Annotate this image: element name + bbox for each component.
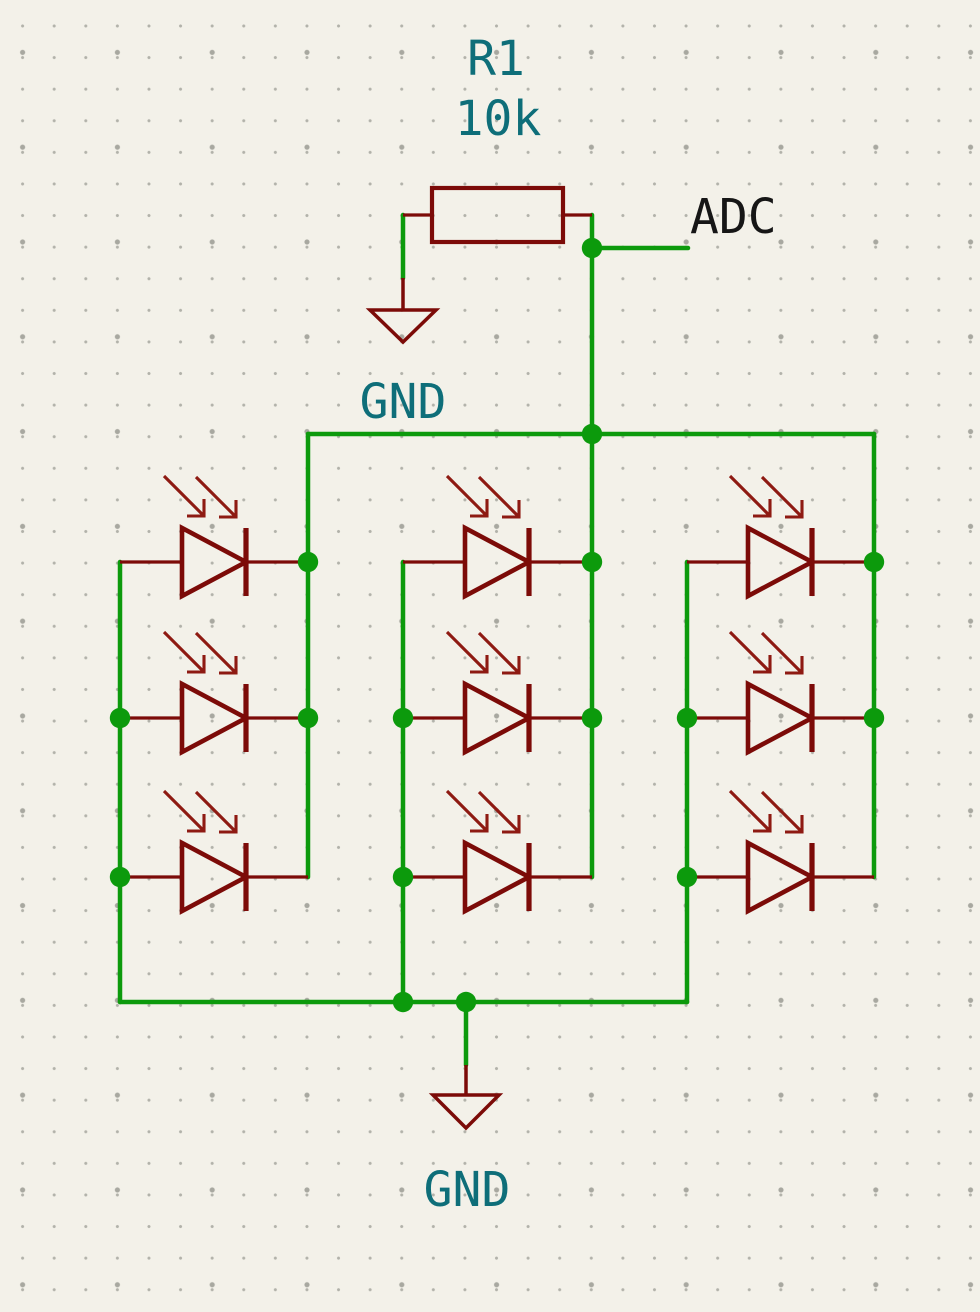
light-arrow-head bbox=[219, 656, 238, 675]
light-arrow-shaft bbox=[760, 631, 804, 675]
junction-dot[interactable] bbox=[676, 866, 698, 888]
junction-dot[interactable] bbox=[581, 423, 603, 445]
gnd-power-symbol[interactable] bbox=[365, 278, 441, 345]
light-arrow-head bbox=[187, 655, 206, 674]
junction-dot[interactable] bbox=[581, 707, 603, 729]
junction-dot[interactable] bbox=[297, 707, 319, 729]
light-arrow-head bbox=[785, 656, 804, 675]
junction-dot[interactable] bbox=[297, 551, 319, 573]
anode-triangle bbox=[179, 680, 251, 756]
gnd-triangle bbox=[365, 308, 441, 345]
junction-dot[interactable] bbox=[392, 991, 414, 1013]
photodiode-symbol[interactable] bbox=[120, 630, 308, 756]
junction-dot[interactable] bbox=[676, 707, 698, 729]
junction-dot[interactable] bbox=[392, 707, 414, 729]
light-arrow-shaft bbox=[194, 631, 238, 675]
light-arrow-head bbox=[470, 814, 489, 833]
photodiode-symbol[interactable] bbox=[687, 630, 874, 756]
resistor-reference-label[interactable]: R1 bbox=[467, 31, 525, 87]
adc-net-label[interactable]: ADC bbox=[690, 189, 777, 245]
resistor-body bbox=[429, 185, 566, 245]
light-arrow-head bbox=[470, 499, 489, 518]
light-arrow-head bbox=[502, 500, 521, 519]
gnd-power-label-top[interactable]: GND bbox=[359, 374, 447, 430]
wire-layer bbox=[117, 212, 877, 1068]
light-arrow-shaft bbox=[728, 474, 772, 518]
junction-dot[interactable] bbox=[392, 866, 414, 888]
junction-dot[interactable] bbox=[109, 707, 131, 729]
photodiode-symbol[interactable] bbox=[403, 789, 592, 915]
light-arrow-head bbox=[753, 814, 772, 833]
anode-triangle bbox=[179, 839, 251, 915]
light-arrow-shaft bbox=[477, 475, 521, 519]
light-arrow-shaft bbox=[194, 790, 238, 834]
light-arrow-shaft bbox=[162, 630, 206, 674]
photodiode-symbol[interactable] bbox=[687, 474, 874, 600]
anode-triangle bbox=[745, 680, 817, 756]
light-arrow-head bbox=[785, 500, 804, 519]
light-arrow-head bbox=[785, 815, 804, 834]
light-arrow-head bbox=[753, 499, 772, 518]
light-arrow-shaft bbox=[477, 790, 521, 834]
photodiode-symbol[interactable] bbox=[120, 474, 308, 600]
symbol-layer bbox=[120, 185, 874, 1131]
light-arrow-shaft bbox=[445, 474, 489, 518]
junction-dot[interactable] bbox=[581, 237, 603, 259]
junction-dot[interactable] bbox=[581, 551, 603, 573]
light-arrow-head bbox=[502, 815, 521, 834]
light-arrow-head bbox=[219, 815, 238, 834]
light-arrow-head bbox=[470, 655, 489, 674]
light-arrow-shaft bbox=[477, 631, 521, 675]
anode-triangle bbox=[462, 524, 534, 600]
light-arrow-head bbox=[502, 656, 521, 675]
junction-dot[interactable] bbox=[863, 707, 885, 729]
gnd-power-label-bottom[interactable]: GND bbox=[423, 1162, 511, 1218]
photodiode-symbol[interactable] bbox=[403, 474, 592, 600]
junction-dot[interactable] bbox=[109, 866, 131, 888]
light-arrow-shaft bbox=[760, 475, 804, 519]
light-arrow-head bbox=[187, 814, 206, 833]
photodiode-symbol[interactable] bbox=[120, 789, 308, 915]
light-arrow-shaft bbox=[728, 630, 772, 674]
anode-triangle bbox=[462, 839, 534, 915]
light-arrow-shaft bbox=[194, 475, 238, 519]
gnd-triangle bbox=[428, 1093, 504, 1131]
junction-dot[interactable] bbox=[863, 551, 885, 573]
anode-triangle bbox=[462, 680, 534, 756]
photodiode-symbol[interactable] bbox=[403, 630, 592, 756]
resistor-symbol[interactable] bbox=[403, 185, 592, 245]
light-arrow-shaft bbox=[760, 790, 804, 834]
light-arrow-shaft bbox=[162, 474, 206, 518]
gnd-power-symbol[interactable] bbox=[428, 1065, 504, 1131]
photodiode-symbol[interactable] bbox=[687, 789, 874, 915]
light-arrow-shaft bbox=[445, 789, 489, 833]
light-arrow-shaft bbox=[162, 789, 206, 833]
resistor-value-label[interactable]: 10k bbox=[454, 91, 542, 147]
anode-triangle bbox=[179, 524, 251, 600]
light-arrow-shaft bbox=[728, 789, 772, 833]
light-arrow-head bbox=[219, 500, 238, 519]
junction-dot[interactable] bbox=[455, 991, 477, 1013]
anode-triangle bbox=[745, 524, 817, 600]
light-arrow-head bbox=[187, 499, 206, 518]
junction-layer bbox=[109, 237, 885, 1013]
light-arrow-shaft bbox=[445, 630, 489, 674]
light-arrow-head bbox=[753, 655, 772, 674]
anode-triangle bbox=[745, 839, 817, 915]
